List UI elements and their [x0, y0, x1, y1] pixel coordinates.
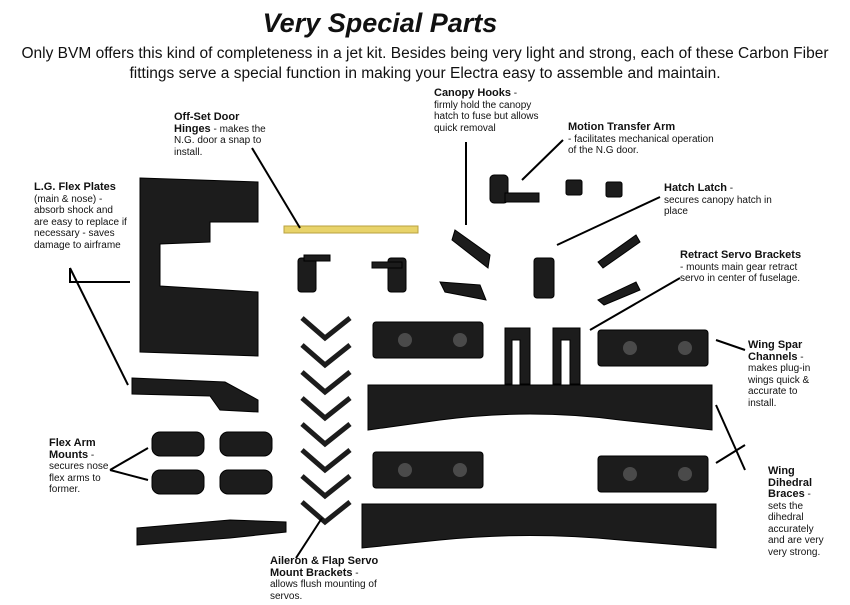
callout-door-hinges-name: Off-Set Door Hinges — [174, 111, 240, 135]
flex-arm-top — [131, 377, 259, 413]
callout-lg-flex-name: L.G. Flex Plates — [34, 181, 116, 193]
callout-aileron: Aileron & Flap Servo Mount Brackets - al… — [270, 555, 379, 602]
callout-retract-servo-desc: mounts main gear retract servo in center… — [680, 261, 801, 285]
callout-motion-arm: Motion Transfer Arm - facilitates mechan… — [568, 121, 714, 157]
small-block-1 — [565, 179, 583, 196]
callout-flex-arm: Flex Arm Mounts - secures nose flex arms… — [49, 437, 109, 495]
flex-arm-mount-4 — [219, 469, 273, 495]
wing-spar-channel-1 — [372, 321, 484, 359]
motion-transfer-arm — [489, 174, 509, 204]
callout-retract-servo: Retract Servo Brackets - mounts main gea… — [680, 249, 802, 285]
callout-hatch-latch-desc: secures canopy hatch in place — [664, 194, 772, 218]
hatch-latch — [533, 257, 555, 299]
canopy-hook-3 — [597, 234, 641, 269]
wing-spar-channel-3 — [372, 451, 484, 489]
callout-hatch-latch: Hatch Latch - secures canopy hatch in pl… — [664, 182, 772, 218]
page-title: Very Special Parts — [262, 8, 498, 38]
callout-canopy-hooks: Canopy Hooks - firmly hold the canopy ha… — [434, 87, 539, 134]
callout-lg-flex: L.G. Flex Plates (main & nose) - absorb … — [34, 181, 129, 251]
small-block-2 — [605, 181, 623, 198]
callout-lg-flex-desc: (main & nose) - absorb shock and are eas… — [34, 193, 127, 251]
callout-motion-arm-desc: facilitates mechanical operation of the … — [568, 133, 714, 157]
callout-canopy-hooks-name: Canopy Hooks — [434, 87, 512, 99]
callout-wing-dihedral: Wing Dihedral Braces - sets the dihedral… — [768, 465, 824, 558]
retract-servo-bracket-2 — [552, 327, 581, 385]
flex-arm-bottom — [136, 519, 287, 546]
canopy-hook-2 — [439, 281, 487, 301]
hinge-rod — [283, 225, 419, 234]
servo-mount-brackets — [300, 316, 352, 526]
flex-arm-mount-3 — [151, 469, 205, 495]
door-hinge-left — [297, 257, 317, 293]
wing-spar-channel-4 — [597, 455, 709, 493]
callout-flex-arm-desc: secures nose flex arms to former. — [49, 461, 109, 495]
callout-wing-spar-desc: makes plug-in wings quick & accurate to … — [748, 363, 811, 409]
callout-wing-dihedral-desc: sets the dihedral accurately and are ver… — [768, 500, 824, 558]
callout-aileron-desc: allows flush mounting of servos. — [270, 579, 377, 602]
callout-hatch-latch-name: Hatch Latch — [664, 182, 727, 194]
flex-arm-mount-1 — [151, 431, 205, 457]
callout-motion-arm-name: Motion Transfer Arm — [568, 121, 676, 133]
callout-wing-dihedral-name: Wing Dihedral Braces — [768, 465, 813, 500]
flex-arm-mount-2 — [219, 431, 273, 457]
lg-flex-plate — [139, 177, 259, 357]
retract-servo-bracket-1 — [504, 327, 531, 385]
wing-spar-channel-2 — [597, 329, 709, 367]
callout-wing-spar-name: Wing Spar Channels — [748, 339, 803, 363]
callout-retract-servo-name: Retract Servo Brackets — [680, 249, 802, 261]
callout-flex-arm-name: Flex Arm Mounts — [49, 437, 96, 461]
callout-door-hinges: Off-Set Door Hinges - makes the N.G. doo… — [174, 111, 266, 158]
canopy-hook-1 — [451, 229, 491, 269]
callout-door-hinges-desc: makes the N.G. door a snap to install. — [174, 123, 266, 158]
wing-dihedral-brace-2 — [361, 503, 717, 549]
callout-aileron-name: Aileron & Flap Servo Mount Brackets — [270, 555, 379, 579]
wing-dihedral-brace-1 — [367, 384, 713, 431]
canopy-hook-4 — [597, 281, 641, 306]
intro-text: Only BVM offers this kind of completenes… — [21, 45, 829, 82]
callout-canopy-hooks-desc: firmly hold the canopy hatch to fuse but… — [434, 99, 539, 134]
callout-wing-spar: Wing Spar Channels - makes plug-in wings… — [748, 339, 811, 409]
